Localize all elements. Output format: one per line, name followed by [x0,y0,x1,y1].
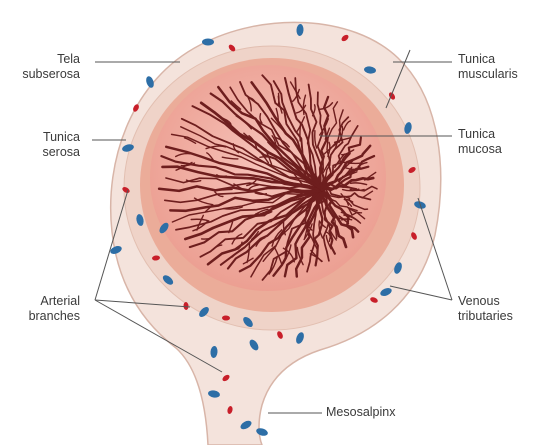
label-line: Venous [458,294,513,309]
label-venous-tributaries: Venous tributaries [458,294,513,324]
label-line: Tela [22,52,80,67]
label-arterial-branches: Arterial branches [29,294,80,324]
label-tunica-mucosa: Tunica mucosa [458,127,502,157]
label-line: tributaries [458,309,513,324]
label-line: branches [29,309,80,324]
vein-section [202,39,214,46]
label-mesosalpinx: Mesosalpinx [326,405,395,420]
label-line: subserosa [22,67,80,82]
label-line: serosa [42,145,80,160]
label-line: Tunica [42,130,80,145]
label-line: muscularis [458,67,518,82]
mucosal-fold-branch [220,189,232,190]
label-line: Tunica [458,127,502,142]
label-line: mucosa [458,142,502,157]
label-line: Tunica [458,52,518,67]
label-tela-subserosa: Tela subserosa [22,52,80,82]
label-line: Arterial [29,294,80,309]
label-tunica-muscularis: Tunica muscularis [458,52,518,82]
label-line: Mesosalpinx [326,405,395,420]
label-tunica-serosa: Tunica serosa [42,130,80,160]
